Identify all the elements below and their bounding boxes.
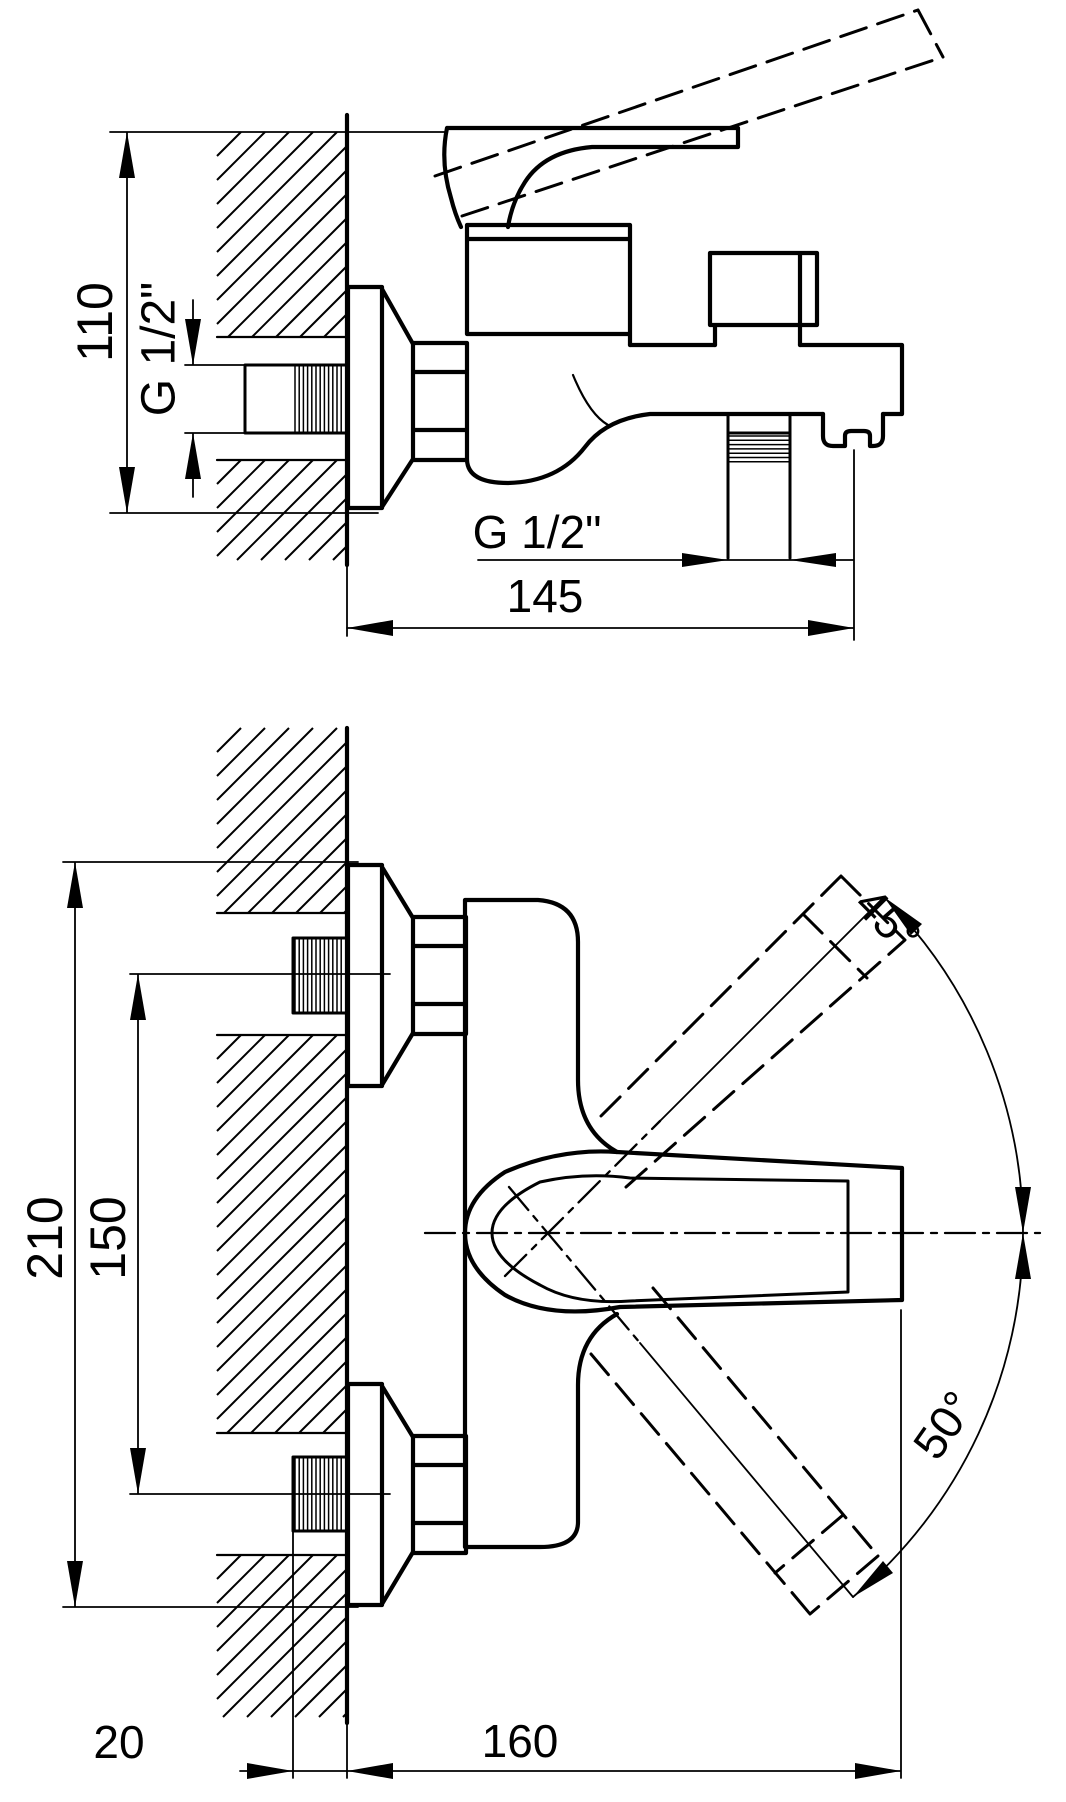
handle-front-inner: [490, 1174, 850, 1304]
dim-label-160: 160: [482, 1715, 559, 1767]
wall-hole-edges: [215, 335, 349, 462]
dim-label-145: 145: [507, 570, 584, 622]
wall-supply-pipe: [243, 363, 349, 435]
wall-hatch-upper: [216, 131, 348, 338]
diverter-block: [707, 250, 820, 348]
handle-raised-dashed: [433, 8, 945, 218]
shower-outlet-pipe: [726, 412, 792, 560]
wall-hatch-lower: [216, 459, 348, 561]
valve-block: [464, 222, 633, 348]
wall-hatch-2: [216, 1034, 348, 1434]
side-view: 110 G 1/2" G 1/2" 145: [67, 8, 945, 641]
side-view-dimensions: [109, 131, 855, 641]
dim-label-50deg: 50°: [903, 1382, 985, 1469]
front-view: 210 150 45° 50° 20 160: [17, 725, 1042, 1779]
wall-hatch-1: [216, 727, 348, 914]
wall-pipe-thread: [294, 365, 342, 433]
dim-label-45deg: 45°: [845, 877, 931, 963]
handle-front: [462, 1149, 905, 1314]
dim-label-210: 210: [17, 1196, 73, 1279]
arc-45deg: [883, 896, 1024, 1234]
aerator: [820, 411, 886, 449]
handle-side: [442, 125, 741, 230]
centerline-45: [503, 1119, 662, 1278]
wall-hatch-3: [216, 1554, 348, 1718]
upper-escutcheon: [345, 862, 416, 1089]
dim-label-150: 150: [80, 1196, 136, 1279]
dim-label-spout-thread: G 1/2": [473, 506, 602, 558]
body-spout: [464, 342, 905, 486]
handle-down-dashed: [589, 1286, 880, 1616]
upper-hex-nut: [410, 914, 469, 1037]
arc-50deg: [852, 1232, 1024, 1598]
lower-hex-nut: [410, 1433, 469, 1556]
shower-outlet-thread: [729, 435, 789, 463]
dim-label-110: 110: [67, 282, 123, 362]
dim-label-20: 20: [93, 1716, 144, 1768]
handle-up-dashed: [599, 874, 907, 1189]
body-junction-curve: [571, 373, 610, 427]
centerline-50: [507, 1185, 642, 1345]
front-view-dimensions: [62, 861, 902, 1779]
wall-hole-edges-front: [215, 911, 349, 1557]
hex-nut: [410, 340, 470, 463]
body-front: [462, 897, 620, 1550]
lower-escutcheon: [345, 1381, 416, 1608]
dim-label-wall-thread: G 1/2": [133, 282, 186, 416]
escutcheon: [345, 284, 416, 511]
